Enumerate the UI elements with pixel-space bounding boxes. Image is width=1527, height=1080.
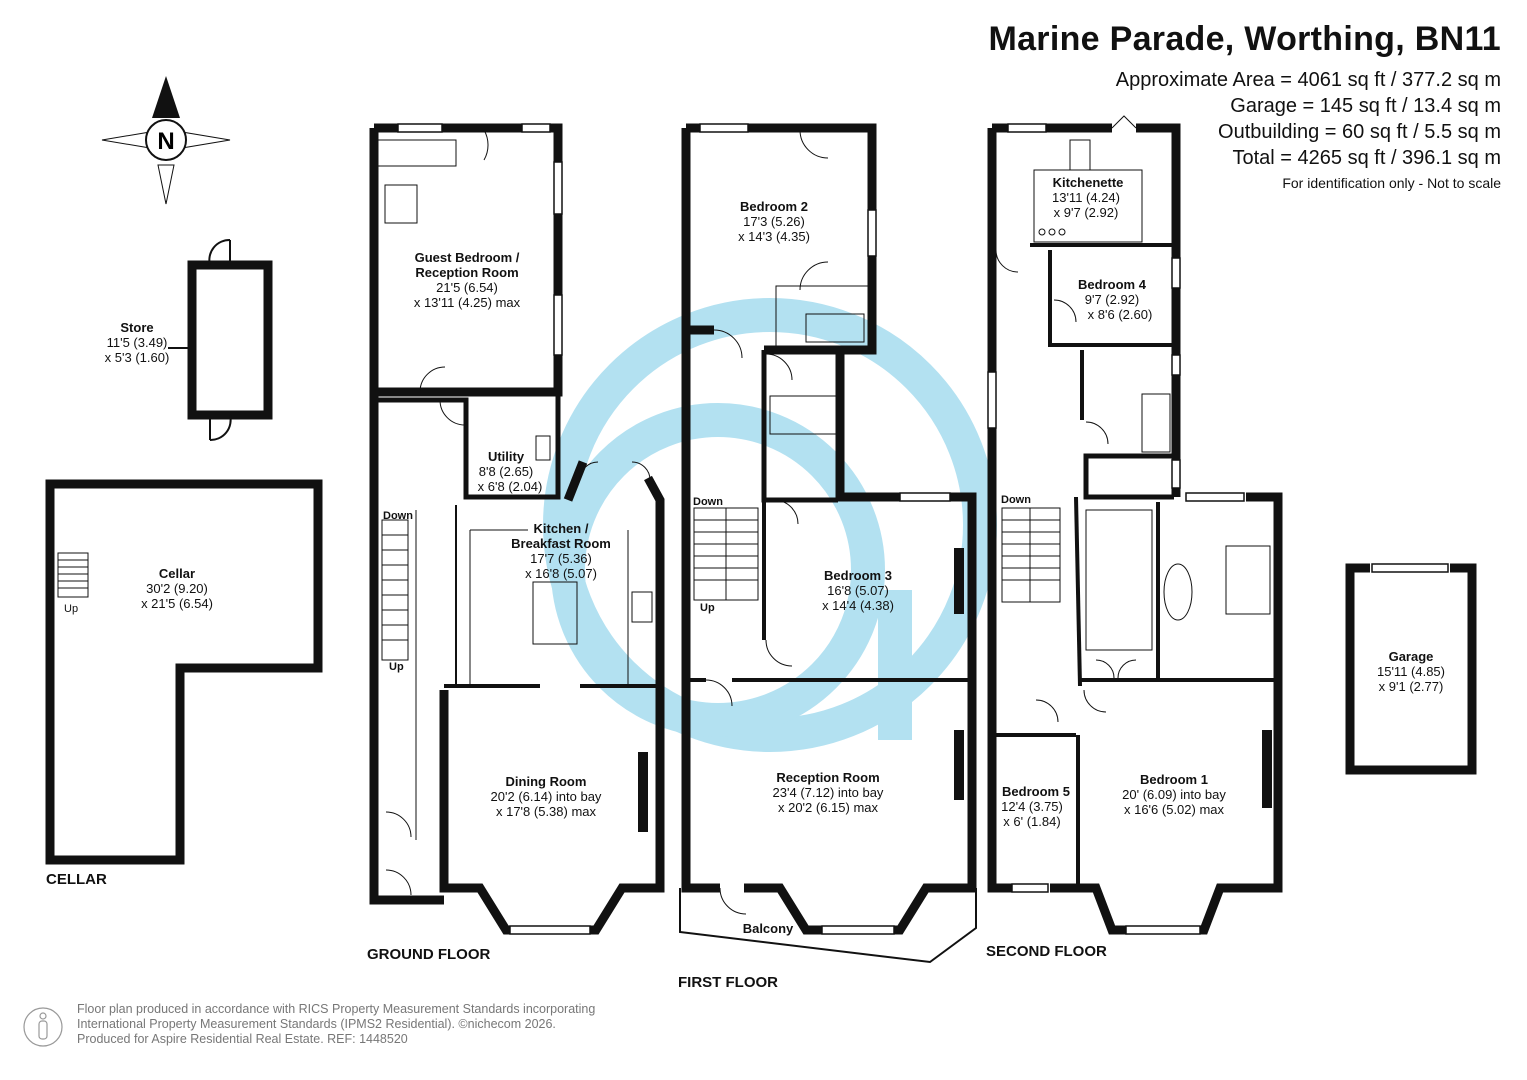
watermark-logo <box>543 298 997 752</box>
first-floor-walls <box>679 123 977 964</box>
first-up-label: Up <box>700 602 715 614</box>
first-down-label: Down <box>693 496 723 508</box>
garage-area: Garage = 145 sq ft / 13.4 sq m <box>1230 95 1501 117</box>
footer: Floor plan produced in accordance with R… <box>22 1002 662 1052</box>
footer-line-1: Floor plan produced in accordance with R… <box>77 1002 596 1016</box>
reception-room-dim2: x 20'2 (6.15) max <box>778 800 879 815</box>
reception-room-dim1: 23'4 (7.12) into bay <box>773 785 884 800</box>
approximate-area: Approximate Area = 4061 sq ft / 377.2 sq… <box>1115 69 1501 91</box>
bedroom-4-label: Bedroom 4 <box>1078 277 1147 292</box>
kitchen-label-2: Breakfast Room <box>511 536 611 551</box>
compass-icon: N <box>101 76 231 205</box>
dining-room-dim2: x 17'8 (5.38) max <box>496 804 597 819</box>
outbuilding-area: Outbuilding = 60 sq ft / 5.5 sq m <box>1218 121 1501 143</box>
bedroom-2-dim1: 17'3 (5.26) <box>743 214 805 229</box>
dining-room-label: Dining Room <box>506 774 587 789</box>
bedroom-5-dim1: 12'4 (3.75) <box>1001 799 1063 814</box>
store-dim1: 11'5 (3.49) <box>107 335 168 350</box>
garage-outline <box>1345 563 1477 775</box>
utility-dim2: x 6'8 (2.04) <box>478 479 543 494</box>
bedroom-3-dim2: x 14'4 (4.38) <box>822 598 894 613</box>
garage-label: Garage <box>1389 649 1434 664</box>
bedroom-5-dim2: x 6' (1.84) <box>1003 814 1060 829</box>
second-down-label: Down <box>1001 494 1031 506</box>
reception-room-label: Reception Room <box>776 770 879 785</box>
compass-letter: N <box>157 128 174 155</box>
bedroom-4-dim1: 9'7 (2.92) <box>1085 292 1140 307</box>
ground-up-label: Up <box>389 661 404 673</box>
balcony-label: Balcony <box>743 921 794 936</box>
scale-note: For identification only - Not to scale <box>1282 175 1501 191</box>
bedroom-3-dim1: 16'8 (5.07) <box>827 583 889 598</box>
garage-dim2: x 9'1 (2.77) <box>1379 679 1444 694</box>
store-outline <box>168 238 273 442</box>
page-title: Marine Parade, Worthing, BN11 <box>988 20 1501 58</box>
cellar-dim1: 30'2 (9.20) <box>146 581 208 596</box>
footer-line-3: Produced for Aspire Residential Real Est… <box>77 1032 408 1046</box>
store-label: Store <box>120 320 153 335</box>
garage-dim1: 15'11 (4.85) <box>1377 664 1445 679</box>
store-dim2: x 5'3 (1.60) <box>105 350 170 365</box>
kitchen-dim1: 17'7 (5.36) <box>530 551 592 566</box>
kitchen-label-1: Kitchen / <box>534 521 589 536</box>
second-floor-label: SECOND FLOOR <box>986 943 1107 960</box>
dining-room-dim1: 20'2 (6.14) into bay <box>491 789 602 804</box>
kitchenette-dim1: 13'11 (4.24) <box>1052 190 1120 205</box>
guest-bedroom-label-1: Guest Bedroom / <box>415 250 520 265</box>
bedroom-5-label: Bedroom 5 <box>1002 784 1070 799</box>
guest-bedroom-dim2: x 13'11 (4.25) max <box>414 295 521 310</box>
bedroom-3-label: Bedroom 3 <box>824 568 892 583</box>
guest-bedroom-label-2: Reception Room <box>415 265 518 280</box>
cellar-dim2: x 21'5 (6.54) <box>141 596 213 611</box>
utility-label: Utility <box>488 449 525 464</box>
footer-line-2: International Property Measurement Stand… <box>77 1017 556 1031</box>
cellar-stairs <box>57 552 89 598</box>
guest-bedroom-dim1: 21'5 (6.54) <box>436 280 498 295</box>
utility-dim1: 8'8 (2.65) <box>479 464 534 479</box>
kitchenette-dim2: x 9'7 (2.92) <box>1054 205 1119 220</box>
header: Marine Parade, Worthing, BN11 Approximat… <box>988 20 1501 191</box>
bedroom-1-dim1: 20' (6.09) into bay <box>1122 787 1226 802</box>
cellar-outline <box>45 479 323 865</box>
person-icon <box>23 1007 63 1047</box>
cellar-floor-label: CELLAR <box>46 871 107 888</box>
kitchen-dim2: x 16'8 (5.07) <box>525 566 597 581</box>
ground-floor-label: GROUND FLOOR <box>367 946 490 963</box>
first-floor-label: FIRST FLOOR <box>678 974 778 991</box>
second-floor-walls <box>987 115 1283 935</box>
kitchenette-label: Kitchenette <box>1053 175 1124 190</box>
bedroom-2-label: Bedroom 2 <box>740 199 808 214</box>
ground-down-label: Down <box>383 510 413 522</box>
cellar-label: Cellar <box>159 566 195 581</box>
bedroom-4-dim2: x 8'6 (2.60) <box>1088 307 1153 322</box>
ground-floor-walls <box>369 123 665 935</box>
bedroom-2-dim2: x 14'3 (4.35) <box>738 229 810 244</box>
bedroom-1-dim2: x 16'6 (5.02) max <box>1124 802 1225 817</box>
total-area: Total = 4265 sq ft / 396.1 sq m <box>1232 147 1502 169</box>
bedroom-1-label: Bedroom 1 <box>1140 772 1208 787</box>
cellar-up-label: Up <box>64 603 78 615</box>
